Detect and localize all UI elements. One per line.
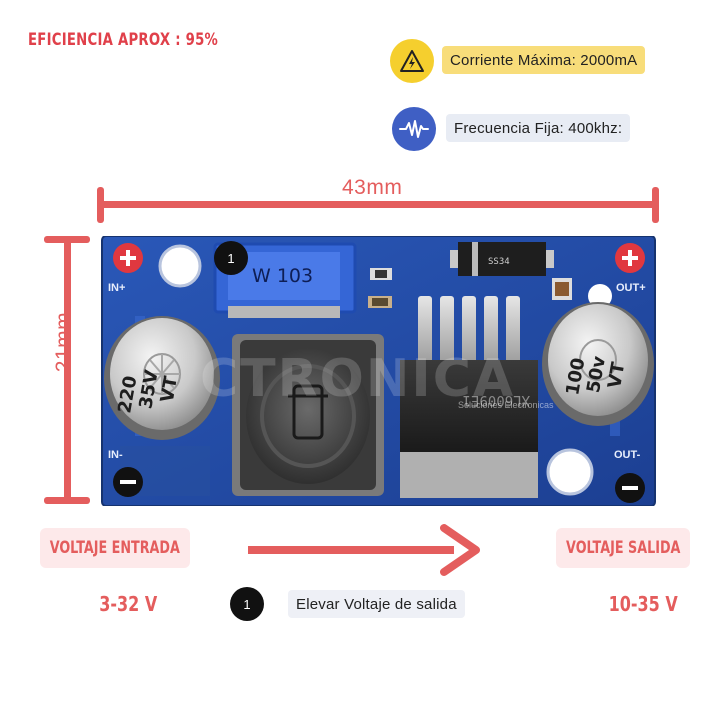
out-minus-label: OUT- (614, 449, 641, 461)
legend-text: Elevar Voltaje de salida (288, 590, 465, 618)
height-dimension-line (64, 236, 71, 503)
trimpot-label: W 103 (252, 265, 313, 287)
output-voltage-label: VOLTAJE SALIDA (565, 538, 681, 558)
max-current-label: Corriente Máxima: 2000mA (442, 46, 646, 74)
trimpot-marker-badge: 1 (214, 241, 248, 275)
regulator-chip: XL6009E1 (400, 296, 538, 498)
chip-label: XL6009E1 (463, 392, 530, 408)
right-arrow-icon (248, 522, 480, 583)
output-voltage-tag: VOLTAJE SALIDA (556, 528, 690, 568)
input-capacitor: 220 35V VT (104, 316, 220, 440)
height-dimension-cap-top (44, 236, 90, 243)
warning-icon (390, 39, 434, 83)
width-dimension-cap-left (97, 187, 104, 223)
diode-label: SS34 (488, 257, 510, 267)
fixed-frequency-label: Frecuencia Fija: 400khz: (446, 114, 631, 142)
legend-badge: 1 (230, 587, 264, 621)
watermark-subtitle: Soluciones Electronicas (458, 400, 554, 410)
output-capacitor: 100 50v VT (542, 302, 654, 426)
width-dimension-cap-right (652, 187, 659, 223)
output-voltage-range: 10-35 V (608, 592, 678, 616)
waveform-icon (392, 107, 436, 151)
cap-in-series: VT (157, 374, 182, 404)
watermark: CTRONICA (200, 349, 515, 409)
input-voltage-range: 3-32 V (99, 592, 158, 616)
input-voltage-label: VOLTAJE ENTRADA (49, 538, 181, 558)
in-plus-label: IN+ (108, 282, 125, 294)
efficiency-label: EFICIENCIA APROX : 95% (28, 30, 219, 50)
height-dimension-cap-bottom (44, 497, 90, 504)
boost-converter-board: IN+ W 103 SS34 OUT+ (100, 235, 657, 507)
in-minus-label: IN- (108, 449, 123, 461)
input-voltage-tag: VOLTAJE ENTRADA (40, 528, 190, 568)
inductor (232, 334, 384, 496)
width-dimension-line (100, 201, 657, 208)
board-width-label: 43mm (342, 176, 403, 199)
cap-out-series: VT (604, 360, 629, 390)
out-plus-label: OUT+ (616, 282, 646, 294)
